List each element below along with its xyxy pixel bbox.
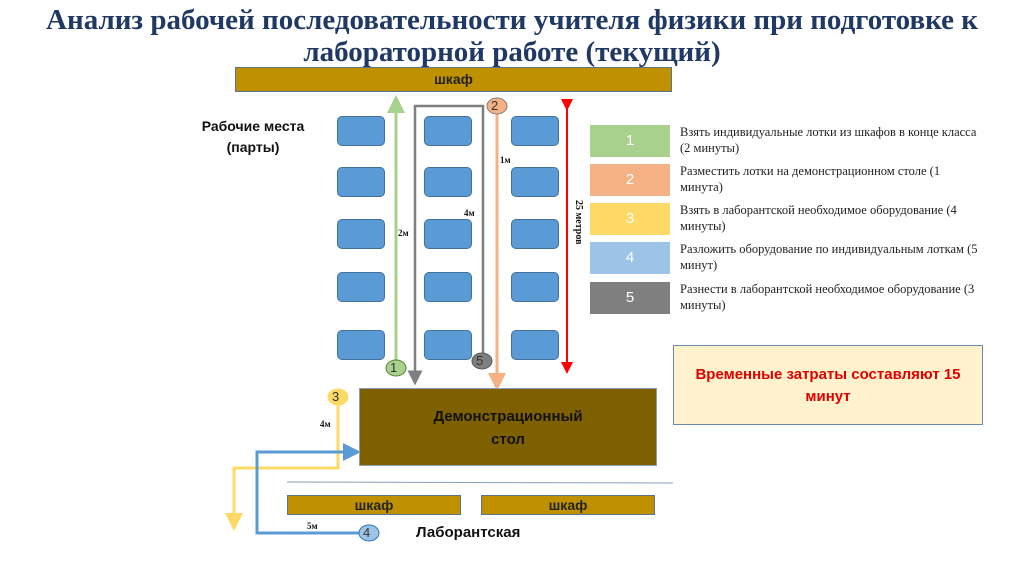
cabinet-bottom-right-label: шкаф [548, 497, 588, 513]
desk [424, 116, 472, 146]
distance-path5: 4м [464, 208, 475, 218]
legend-text-1: Взять индивидуальные лотки из шкафов в к… [680, 125, 977, 155]
cabinet-top-label: шкаф [434, 71, 473, 87]
cabinet-bottom-left-label: шкаф [354, 497, 394, 513]
marker-3-num: 3 [332, 389, 340, 404]
desk [337, 272, 385, 302]
workplaces-label: Рабочие места (парты) [201, 118, 305, 155]
distance-path4: 5м [307, 521, 318, 531]
marker-2 [486, 97, 508, 115]
legend-swatch-1: 1 [590, 125, 670, 157]
path-5-line [407, 104, 485, 386]
lab-label: Лаборантская [416, 524, 521, 541]
desk [424, 330, 472, 360]
demo-table: Демонстрационный стол [359, 388, 657, 466]
desk [511, 219, 559, 249]
legend-swatch-4: 4 [590, 242, 670, 274]
marker-5 [471, 352, 493, 370]
demo-table-line1: Демонстрационный [433, 408, 583, 425]
desk [337, 116, 385, 146]
summary-box: Временные затраты составляют 15 минут [673, 345, 983, 425]
marker-4 [358, 524, 380, 542]
marker-1-num: 1 [390, 360, 398, 375]
marker-5-num: 5 [476, 353, 484, 368]
marker-3 [327, 388, 349, 406]
desk [511, 116, 559, 146]
cabinet-bottom-right: шкаф [481, 495, 655, 515]
desk [424, 167, 472, 197]
desk [337, 167, 385, 197]
desk [337, 330, 385, 360]
path-3-line [225, 404, 340, 531]
legend-text-4: Разложить оборудование по индивидуальным… [680, 242, 978, 272]
distance-path3: 4м [320, 419, 331, 429]
cabinet-bottom-left: шкаф [287, 495, 461, 515]
desk [337, 219, 385, 249]
marker-1 [385, 359, 407, 377]
legend-swatch-3: 3 [590, 203, 670, 235]
lab-separator [286, 481, 674, 484]
distance-path2: 1м [500, 155, 511, 165]
marker-4-num: 4 [363, 525, 371, 540]
slide-title: Анализ рабочей последовательности учител… [46, 4, 978, 68]
legend-swatch-5: 5 [590, 282, 670, 314]
legend-text-5: Разнести в лаборантской необходимое обор… [680, 282, 975, 312]
demo-table-line2: стол [491, 431, 525, 448]
desk [424, 272, 472, 302]
desk [424, 219, 472, 249]
desk [511, 167, 559, 197]
distance-path1: 2м [398, 228, 409, 238]
cabinet-top: шкаф [235, 67, 672, 92]
legend-text-2: Разместить лотки на демонстрационном сто… [680, 164, 941, 194]
distance-total-label: 25 метров [573, 200, 584, 245]
legend-text-3: Взять в лаборантской необходимое оборудо… [680, 203, 957, 233]
marker-2-num: 2 [491, 98, 499, 113]
legend-swatch-2: 2 [590, 164, 670, 196]
desk [511, 330, 559, 360]
path-4-line [255, 443, 362, 535]
desk [511, 272, 559, 302]
